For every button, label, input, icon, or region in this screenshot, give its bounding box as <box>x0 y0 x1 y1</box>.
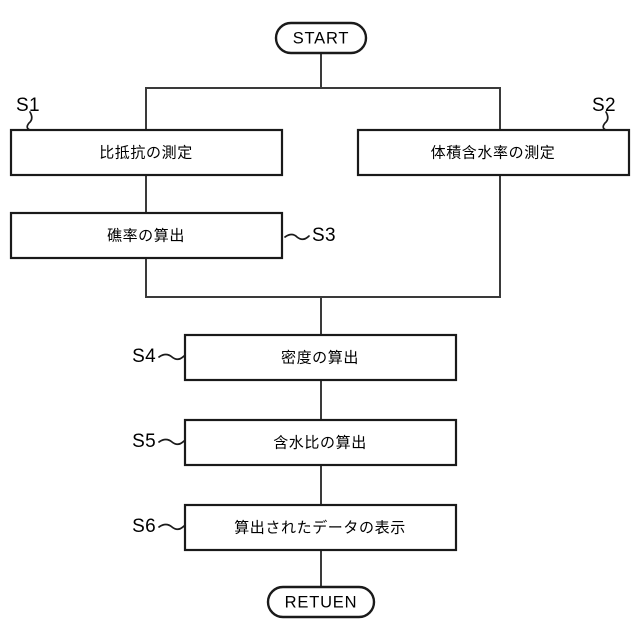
process-node-s3: 礁率の算出 S3 <box>9 211 336 260</box>
process-node-s2: 体積含水率の測定 S2 <box>356 95 631 177</box>
process-node-s4: 密度の算出 S4 <box>132 333 458 382</box>
s5-box <box>183 418 458 467</box>
start-terminator-shape <box>274 21 368 55</box>
s4-label: 密度の算出 <box>281 349 359 367</box>
terminator-end: RETUEN <box>266 585 376 619</box>
s1-box <box>9 128 284 177</box>
s5-step-tag: S5 <box>132 431 156 452</box>
s2-leader-line <box>602 111 609 131</box>
connector-group <box>145 51 501 588</box>
s6-step-tag: S6 <box>132 516 156 537</box>
s4-box <box>183 333 458 382</box>
s3-label: 礁率の算出 <box>107 227 185 245</box>
s6-box <box>183 503 458 552</box>
end-terminator-shape <box>266 585 376 619</box>
s2-label: 体積含水率の測定 <box>431 144 556 162</box>
s1-leader-line <box>26 111 33 131</box>
start-terminator-label: START <box>293 29 350 47</box>
s5-label: 含水比の算出 <box>273 434 367 452</box>
s6-leader-line <box>158 523 185 531</box>
s4-step-tag: S4 <box>132 346 156 367</box>
process-node-s6: 算出されたデータの表示 S6 <box>132 503 458 552</box>
s1-step-tag: S1 <box>16 95 40 116</box>
process-node-s1: 比抵抗の測定 S1 <box>9 95 284 177</box>
s3-box <box>9 211 284 260</box>
process-node-s5: 含水比の算出 S5 <box>132 418 458 467</box>
s3-leader-line <box>284 233 310 241</box>
s1-label: 比抵抗の測定 <box>99 144 193 162</box>
s5-leader-line <box>158 438 185 446</box>
s3-step-tag: S3 <box>312 225 336 246</box>
s2-step-tag: S2 <box>592 95 616 116</box>
s6-label: 算出されたデータの表示 <box>234 519 406 537</box>
end-terminator-label: RETUEN <box>285 593 358 611</box>
terminator-start: START <box>274 21 368 55</box>
s2-box <box>356 128 631 177</box>
s4-leader-line <box>158 353 185 361</box>
